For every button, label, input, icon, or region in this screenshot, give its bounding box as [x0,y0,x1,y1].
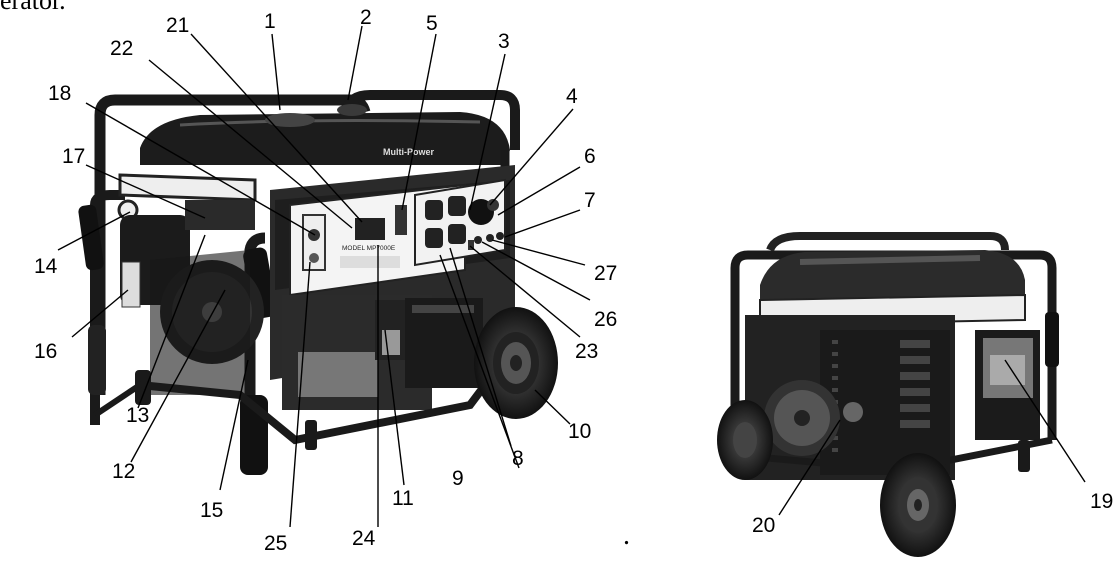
frame-top-tube [340,90,520,150]
callout-26: 26 [594,308,617,331]
outlet-1 [425,200,443,220]
rear-foot-grip [88,325,106,395]
callout-4: 4 [566,85,578,108]
callout-7: 7 [584,189,596,212]
fuel-tank [140,112,510,165]
brand-label: Multi-Power [383,147,434,157]
circuit-breaker [395,205,407,235]
leader-lines [57,25,1086,528]
generator-rear-view [717,232,1059,557]
callout-5: 5 [426,12,438,35]
callout-10: 10 [568,420,591,443]
callout-6: 6 [584,145,596,168]
fuel-cap [337,104,367,116]
callout-17: 17 [62,145,85,168]
callout-25: 25 [264,532,287,555]
callout-2: 2 [360,6,372,29]
callout-3: 3 [498,30,510,53]
outlet-3 [425,228,443,248]
callout-18: 18 [48,82,71,105]
callout-22: 22 [110,37,133,60]
trailing-period: . [623,520,630,551]
engine-block [298,352,378,397]
digital-meter [355,218,385,240]
callout-1: 1 [264,10,276,33]
callout-14: 14 [34,255,58,278]
callout-27: 27 [594,262,617,285]
left-handle-grip [78,204,104,271]
callout-24: 24 [352,527,376,550]
callout-16: 16 [34,340,57,363]
header-fragment: erator. [0,0,66,15]
rear-wheel-right [880,453,956,557]
outlet-panel [414,178,506,267]
dc-terminal [474,236,482,244]
callout-8: 8 [512,447,524,470]
warning-label [121,261,141,308]
fuel-gauge [265,113,315,127]
callout-19: 19 [1090,490,1113,513]
oil-warning-light [309,253,319,263]
callout-21: 21 [166,14,189,37]
front-wheel [474,307,558,419]
callout-13: 13 [126,404,149,427]
callout-15: 15 [200,499,223,522]
callout-9: 9 [452,467,464,490]
callout-11: 11 [392,487,414,510]
frame-rear-tube [94,94,371,395]
generator-front-view: Multi-Power MODEL MP7000E [78,90,558,475]
callout-labels: 1 2 3 4 5 6 7 8 9 10 11 12 13 14 15 16 1… [34,6,1113,555]
callout-23: 23 [575,340,598,363]
base-frame [139,381,489,445]
outlet-2 [448,196,466,216]
ground-terminal [843,402,863,422]
alternator-vents [820,330,950,475]
ignition-plate [302,214,326,271]
rear-wheel-left [717,400,773,480]
model-label: MODEL MP7000E [342,245,396,252]
callout-20: 20 [752,514,775,537]
callout-12: 12 [112,460,135,483]
outlet-4 [448,224,466,244]
